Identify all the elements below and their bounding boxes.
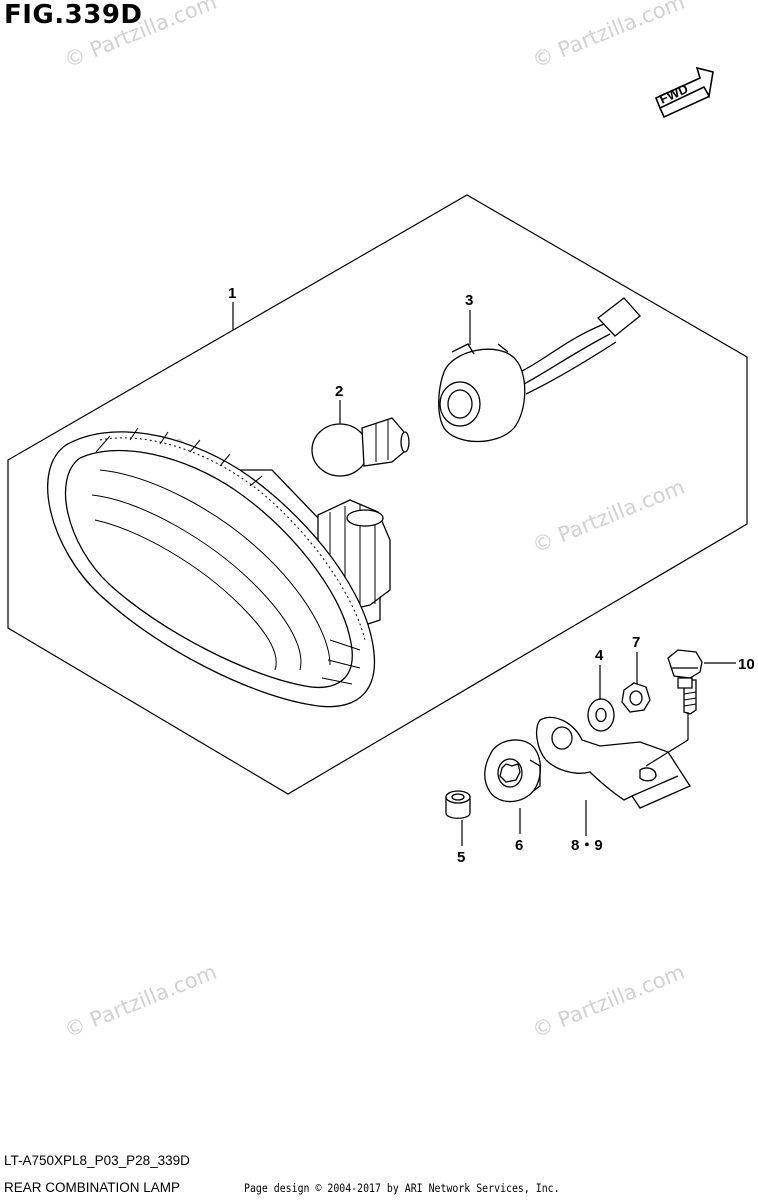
socket-harness xyxy=(438,297,641,443)
bulb-glass xyxy=(311,423,369,477)
copyright-notice: Page design © 2004-2017 by ARI Network S… xyxy=(244,1181,560,1195)
bulb xyxy=(311,417,410,477)
watermark-4: © Partzilla.com xyxy=(529,475,688,558)
figure-title: FIG.339D xyxy=(4,0,143,30)
leader-lines xyxy=(232,302,736,846)
watermark-5: © Partzilla.com xyxy=(61,960,220,1043)
washer xyxy=(587,698,615,732)
callout-8-9: 8・9 xyxy=(571,837,603,854)
watermark-2: © Partzilla.com xyxy=(529,0,688,73)
callout-6: 6 xyxy=(515,837,523,854)
harness-sheath xyxy=(597,297,641,337)
nut xyxy=(621,682,651,713)
watermark-1: © Partzilla.com xyxy=(61,0,220,73)
lamp-assembly xyxy=(47,427,391,708)
grommet-clip xyxy=(484,739,541,803)
callout-5: 5 xyxy=(457,849,465,866)
collar xyxy=(445,790,471,819)
callout-4: 4 xyxy=(595,647,604,664)
bracket xyxy=(535,716,691,809)
callout-7: 7 xyxy=(632,634,640,651)
bulb-base xyxy=(361,417,405,467)
callout-2: 2 xyxy=(335,383,343,400)
callout-10: 10 xyxy=(738,656,755,673)
diagram-code: LT-A750XPL8_P03_P28_339D xyxy=(4,1153,190,1168)
fwd-arrow-icon: FWD xyxy=(654,66,714,119)
bolt xyxy=(667,649,703,715)
fwd-label: FWD xyxy=(657,81,690,107)
assembly-boundary xyxy=(7,194,748,795)
lamp-lens-inner xyxy=(64,449,353,689)
callout-3: 3 xyxy=(465,292,473,309)
callout-1: 1 xyxy=(228,285,236,302)
diagram-name: REAR COMBINATION LAMP xyxy=(4,1180,181,1195)
watermark-6: © Partzilla.com xyxy=(529,960,688,1043)
callouts: 1 2 3 4 7 10 5 6 8・9 xyxy=(228,285,755,866)
